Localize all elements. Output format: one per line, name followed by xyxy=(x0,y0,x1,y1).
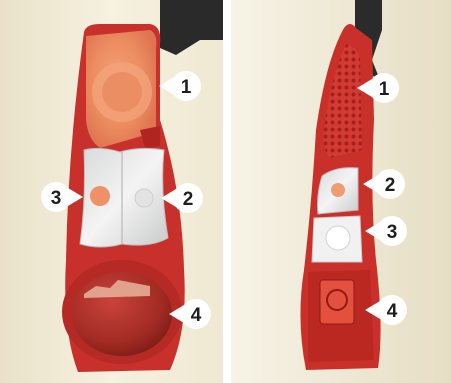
callout-number: 1 xyxy=(181,77,192,98)
callout-number: 1 xyxy=(379,79,390,100)
callout-number: 2 xyxy=(183,189,194,210)
indicator-bulb xyxy=(102,72,142,112)
callout-number: 4 xyxy=(387,301,398,322)
callout-number: 4 xyxy=(191,305,202,326)
reversing-bulb xyxy=(135,189,153,207)
reversing-bulb-right xyxy=(326,226,350,250)
indicator-bulb-right xyxy=(331,183,345,197)
callout-number: 3 xyxy=(51,188,62,209)
right-panel xyxy=(231,0,451,383)
rear-bulb-holder xyxy=(320,280,354,324)
panel-divider xyxy=(223,0,231,383)
callout-number: 3 xyxy=(387,222,398,243)
callout-number: 2 xyxy=(385,175,396,196)
rear-fog-bulb xyxy=(90,186,110,206)
